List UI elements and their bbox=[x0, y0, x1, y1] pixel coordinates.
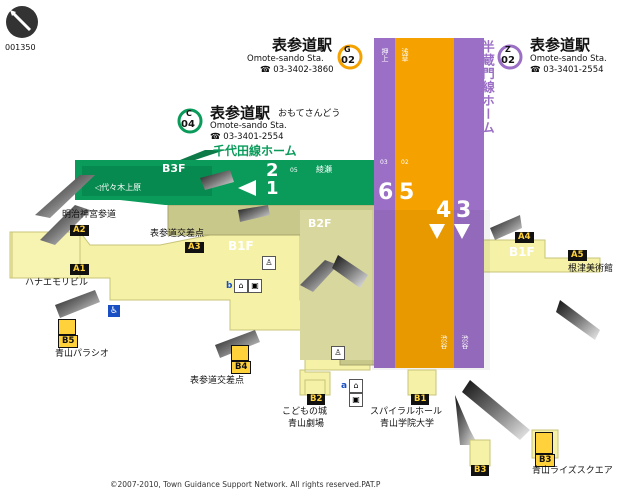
ginza-band-left bbox=[395, 38, 430, 368]
label-hanae: ハナエモリビル bbox=[25, 278, 89, 288]
label-aoyama-gakuin: 青山学院大学 bbox=[380, 419, 435, 429]
door-g02: 02 bbox=[401, 159, 409, 166]
floor-b1f-left: B1F bbox=[228, 239, 254, 253]
exit-b4: B4 bbox=[231, 361, 252, 374]
exit-b5: B5 bbox=[58, 335, 79, 348]
ticket-gate-icon: ⌂ bbox=[234, 279, 248, 293]
label-aoyama-parashio: 青山パラシオ bbox=[55, 349, 109, 359]
exit-a4: A4 bbox=[515, 232, 534, 243]
ginza-line-number: 02 bbox=[341, 55, 355, 66]
stair-a4 bbox=[490, 215, 522, 240]
ginza-line-letter: G bbox=[344, 45, 351, 54]
ginza-station-tel: ☎ 03-3402-3860 bbox=[260, 65, 334, 75]
ginza-platform-label: 銀座線ホーム bbox=[420, 40, 435, 121]
track-3: 3 bbox=[456, 198, 472, 223]
door-g03: 03 bbox=[380, 159, 388, 166]
hanzomon-station-romaji: Omote-sando Sta. bbox=[530, 54, 607, 64]
stair-b5 bbox=[55, 290, 100, 318]
hanzomon-line-number: 02 bbox=[501, 55, 515, 66]
floor-b2f: B2F bbox=[308, 217, 332, 230]
direction-yoyogi: ◁代々木上原 bbox=[95, 183, 142, 192]
direction-shibuya-hanzomon: 渋谷 bbox=[461, 335, 469, 349]
exit-a3: A3 bbox=[185, 242, 204, 253]
chiyoda-line-number: 04 bbox=[181, 119, 195, 130]
stair-b3 bbox=[462, 380, 530, 440]
direction-ayase: 綾瀬 bbox=[316, 165, 332, 174]
chiyoda-station-title: 表参道駅 bbox=[210, 104, 271, 122]
label-nezu: 根津美術館 bbox=[568, 264, 614, 274]
wheelchair-icon: ♿ bbox=[108, 305, 120, 317]
label-omotesando-cross-bottom: 表参道交差点 bbox=[190, 376, 245, 386]
hanzomon-band-right bbox=[454, 38, 484, 368]
exit-b3-bottom: B3 bbox=[471, 465, 490, 476]
stair-b2 bbox=[300, 260, 338, 292]
label-omotesando-cross-top: 表参道交差点 bbox=[150, 229, 205, 239]
escalator-icon bbox=[231, 345, 249, 361]
copyright-text: ©2007-2010, Town Guidance Support Networ… bbox=[110, 480, 381, 489]
hanzomon-line-letter: Z bbox=[505, 45, 511, 54]
map-id: 001350 bbox=[5, 43, 36, 52]
restroom-icon: ♙ bbox=[331, 346, 345, 360]
direction-asakusa: 浅草 bbox=[401, 48, 409, 62]
ginza-station-romaji: Omote-sando Sta. bbox=[247, 54, 324, 64]
label-meiji: 明治神宮参道 bbox=[62, 210, 117, 220]
exit-a5: A5 bbox=[568, 250, 587, 261]
exit-b2: B2 bbox=[307, 394, 326, 405]
chiyoda-line-letter: C bbox=[186, 109, 192, 118]
exit-a2: A2 bbox=[70, 225, 89, 236]
track-5: 5 bbox=[399, 180, 415, 205]
ginza-station-title: 表参道駅 bbox=[272, 36, 333, 54]
chiyoda-platform-label: 千代田線ホーム bbox=[213, 144, 297, 158]
track-2: 2 bbox=[266, 160, 279, 181]
track-4: 4 bbox=[436, 198, 452, 223]
b1f-concourse-left bbox=[9, 231, 371, 396]
label-spiral: スパイラルホール bbox=[370, 407, 443, 417]
label-aoyama-gekijo: 青山劇場 bbox=[288, 419, 325, 429]
floor-b1f-right: B1F bbox=[509, 245, 535, 259]
chiyoda-station-romaji: Omote-sando Sta. bbox=[210, 121, 287, 131]
direction-oshiage: 押上 bbox=[381, 48, 389, 62]
door-05: 05 bbox=[290, 167, 298, 174]
escalator-icon bbox=[58, 319, 76, 335]
track-1: 1 bbox=[266, 178, 279, 199]
elevator-icon bbox=[535, 432, 553, 454]
ticket-gate-icon: ⌂ bbox=[349, 379, 363, 393]
exit-a1: A1 bbox=[70, 264, 89, 275]
ticket-machine-icon: ▣ bbox=[349, 393, 363, 407]
stair-b4 bbox=[215, 330, 260, 358]
hanzomon-station-title: 表参道駅 bbox=[530, 36, 591, 54]
exit-b1: B1 bbox=[411, 394, 430, 405]
label-rise-square: 青山ライズスクエア bbox=[532, 466, 613, 476]
gate-b-label: b bbox=[226, 281, 233, 291]
label-kodomo: こどもの城 bbox=[282, 407, 328, 417]
hanzomon-station-tel: ☎ 03-3401-2554 bbox=[530, 65, 604, 75]
stair-a2 bbox=[35, 175, 95, 218]
chiyoda-station-kana: おもてさんどう bbox=[278, 109, 341, 119]
gate-a-label: a bbox=[341, 381, 348, 391]
restroom-icon: ♙ bbox=[262, 256, 276, 270]
chiyoda-station-tel: ☎ 03-3401-2554 bbox=[210, 132, 284, 142]
direction-shibuya-ginza: 渋谷 bbox=[440, 335, 448, 349]
ticket-machine-icon: ▣ bbox=[248, 279, 262, 293]
hanzomon-platform-label: 半蔵門線ホーム bbox=[480, 40, 495, 135]
exit-b3-right: B3 bbox=[535, 454, 556, 467]
floor-b3f: B3F bbox=[162, 162, 186, 175]
track-6: 6 bbox=[378, 180, 394, 205]
